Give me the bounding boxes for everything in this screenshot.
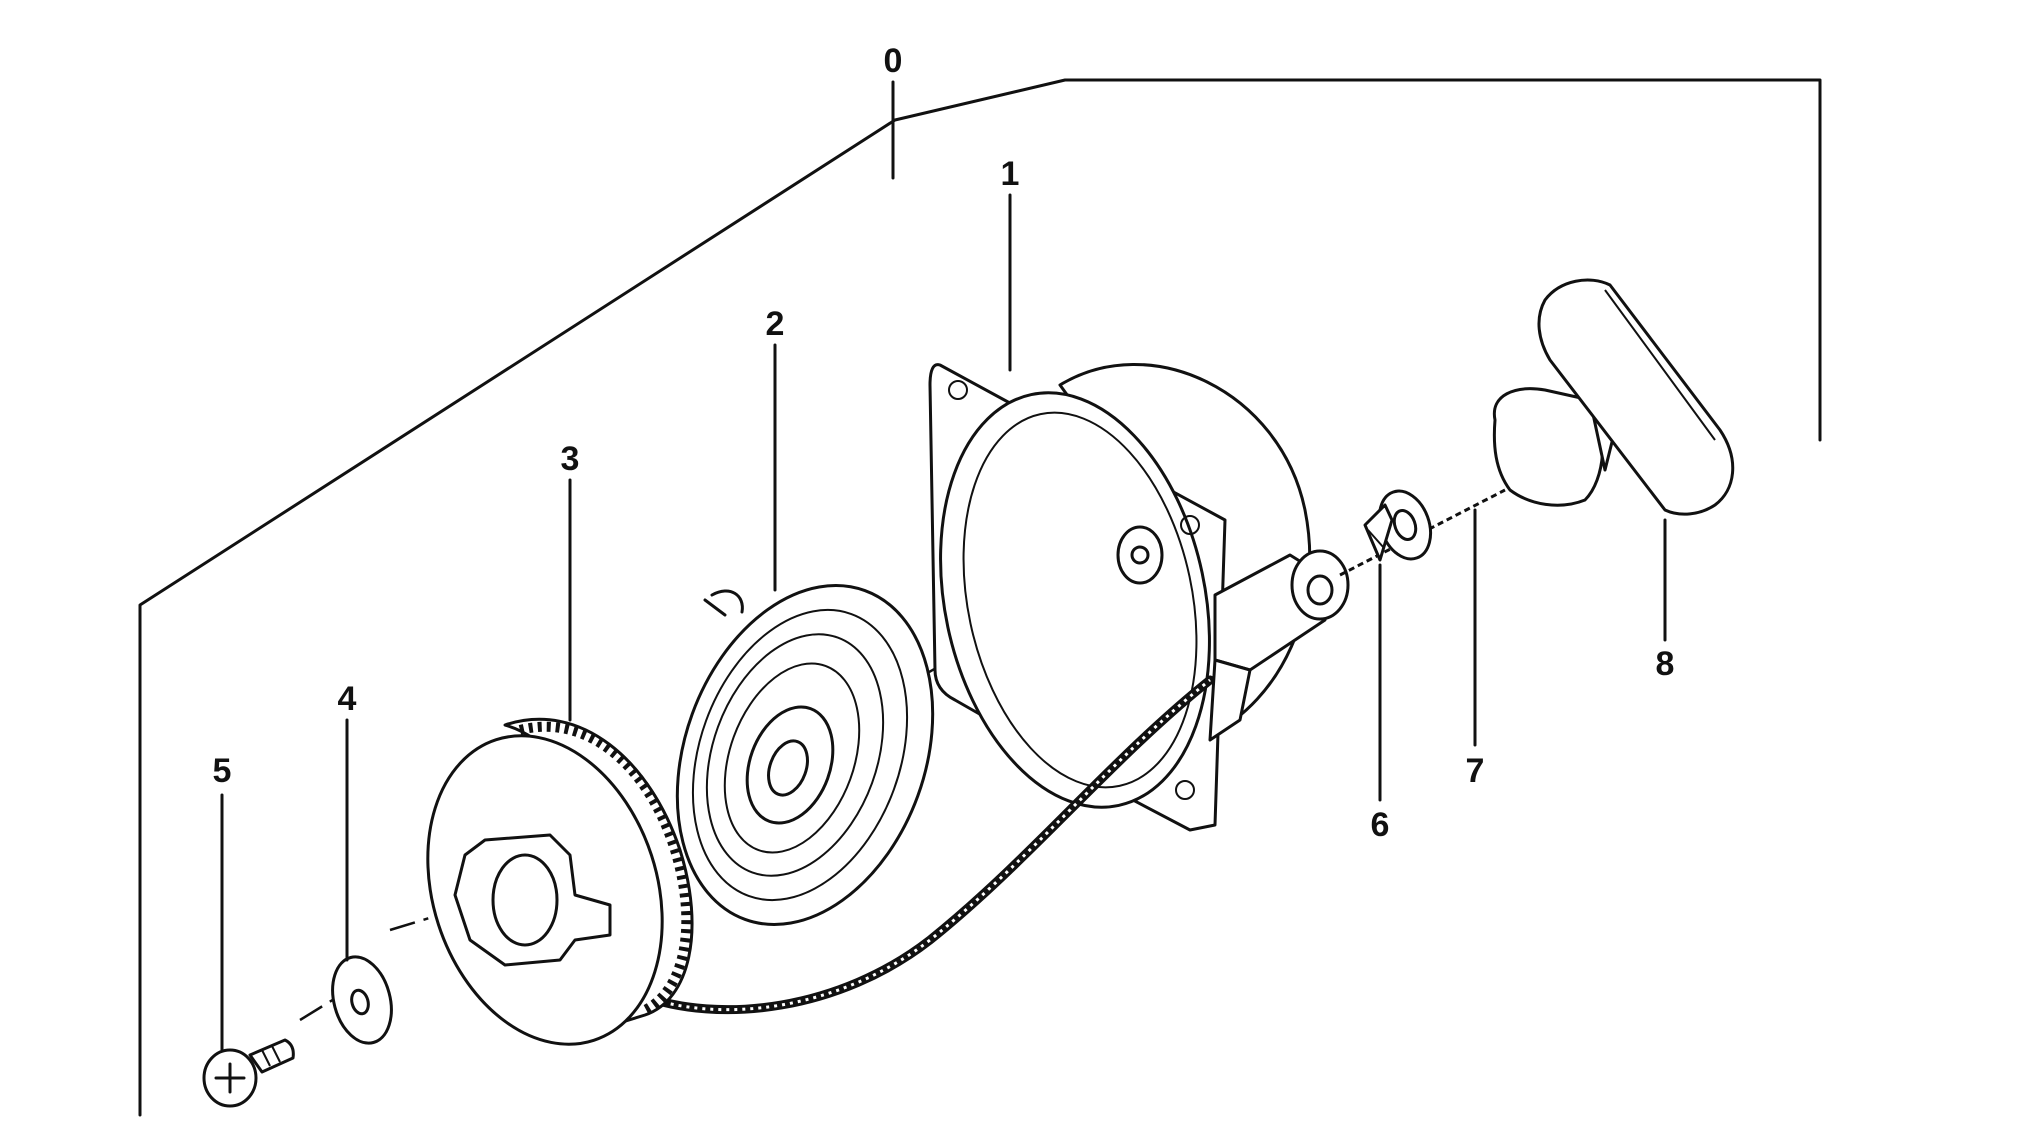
- callout-1: 1: [1001, 155, 1020, 193]
- screw: [202, 1038, 295, 1108]
- assembly-bracket: [138, 78, 1822, 1117]
- cord-guide-bushing: [1363, 489, 1433, 562]
- rope-pulley: [426, 717, 694, 1046]
- washer: [331, 955, 393, 1045]
- starter-handle: [1492, 278, 1735, 516]
- leader-lines: [220, 193, 1667, 1052]
- callout-5: 5: [213, 752, 232, 790]
- recoil-spring: [675, 584, 935, 926]
- callout-4: 4: [338, 680, 357, 718]
- callout-2: 2: [766, 305, 785, 343]
- callout-labels: 0 1 2 3 4 5 6 7 8: [213, 42, 1675, 844]
- callout-0: 0: [884, 42, 903, 80]
- callout-6: 6: [1371, 806, 1390, 844]
- callout-3: 3: [561, 440, 580, 478]
- starter-housing: [928, 362, 1350, 832]
- callout-7: 7: [1466, 752, 1485, 790]
- callout-8: 8: [1656, 645, 1675, 683]
